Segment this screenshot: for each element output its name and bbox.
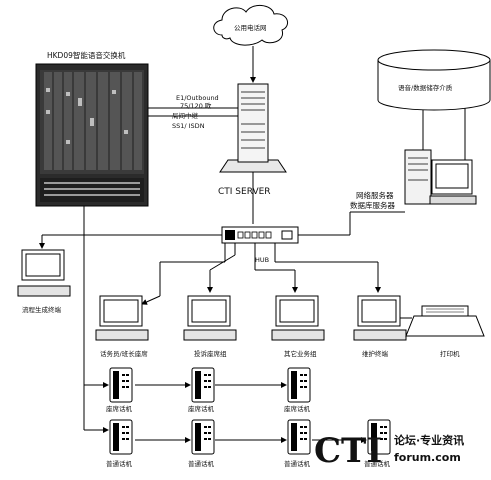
workstation-maintenance: 维护终端	[353, 295, 407, 358]
svg-text:打印机: 打印机	[440, 349, 460, 358]
svg-text:其它业务组: 其它业务组	[284, 349, 317, 358]
cti-forum-watermark: CTI 论坛·专业资讯 forum.com	[314, 431, 464, 471]
printer: 打印机	[405, 305, 485, 358]
svg-text:座席话机: 座席话机	[188, 404, 215, 413]
database-icon	[377, 49, 491, 71]
pbx-title: HKD09智能语音交换机	[47, 50, 126, 60]
svg-text:普通话机: 普通话机	[106, 459, 133, 468]
network-servers: 网络服务器 数据库服务器	[350, 149, 477, 210]
connection-lines	[39, 46, 470, 443]
flow-terminal: 流程生成终端	[17, 249, 71, 314]
regular-phone-3: 普通话机	[284, 419, 311, 468]
svg-text:普通话机: 普通话机	[364, 459, 391, 468]
agent-phone-2: 座席话机	[188, 367, 215, 413]
server-tower-icon-2	[404, 149, 432, 205]
agent-phone-3: 座席话机	[284, 367, 311, 413]
regular-phone-4: 普通话机	[364, 419, 391, 468]
svg-text:75/120 欧: 75/120 欧	[180, 101, 212, 110]
keyboard-icon	[271, 329, 325, 341]
workstation-other: 其它业务组	[271, 295, 325, 358]
svg-text:HUB: HUB	[255, 256, 269, 264]
svg-text:普通话机: 普通话机	[188, 459, 215, 468]
svg-text:维护终端: 维护终端	[362, 349, 389, 358]
regular-phone-1: 普通话机	[106, 419, 133, 468]
watermark-logo: CTI	[314, 431, 382, 471]
svg-text:流程生成终端: 流程生成终端	[22, 305, 62, 314]
trunk-labels: E1/Outbound 75/120 欧 局间中继 SS1/ ISDN	[172, 94, 219, 130]
workstation-complaint: 投诉座席组	[183, 295, 237, 358]
keyboard-icon	[353, 329, 407, 341]
svg-text:座席话机: 座席话机	[106, 404, 133, 413]
server-tower-icon	[237, 83, 269, 163]
cti-server-label: CTI SERVER	[218, 187, 271, 197]
svg-text:SS1/ ISDN: SS1/ ISDN	[172, 122, 205, 130]
cloud-icon	[213, 5, 289, 46]
svg-text:话务员/班长座席: 话务员/班长座席	[100, 349, 148, 358]
svg-text:投诉座席组: 投诉座席组	[194, 349, 227, 358]
agent-phone-1: 座席话机	[106, 367, 133, 413]
svg-text:座席话机: 座席话机	[284, 404, 311, 413]
svg-text:公用电话网: 公用电话网	[234, 23, 267, 32]
keyboard-icon	[17, 285, 71, 297]
keyboard-icon	[183, 329, 237, 341]
pstn-cloud: 公用电话网	[213, 5, 289, 46]
svg-text:网络服务器: 网络服务器	[356, 190, 394, 200]
svg-text:局间中继: 局间中继	[172, 111, 199, 120]
svg-text:论坛·专业资讯: 论坛·专业资讯	[394, 433, 464, 447]
pbx-cabinet: HKD09智能语音交换机	[35, 50, 149, 207]
pbx-vents	[44, 182, 140, 196]
cti-server: CTI SERVER	[218, 83, 287, 197]
printer-icon	[405, 315, 485, 337]
workstation-operator: 话务员/班长座席	[95, 295, 149, 358]
svg-text:E1/Outbound: E1/Outbound	[176, 94, 219, 102]
svg-text:数据库服务器: 数据库服务器	[350, 200, 395, 210]
svg-text:普通话机: 普通话机	[284, 459, 311, 468]
hub-to-operator	[141, 295, 161, 305]
database-storage: 语音/数据储存介质	[377, 49, 491, 111]
keyboard-icon	[95, 329, 149, 341]
svg-text:forum.com: forum.com	[394, 451, 461, 464]
svg-text:语音/数据储存介质: 语音/数据储存介质	[398, 83, 453, 92]
regular-phone-2: 普通话机	[188, 419, 215, 468]
network-hub: HUB	[221, 226, 299, 264]
